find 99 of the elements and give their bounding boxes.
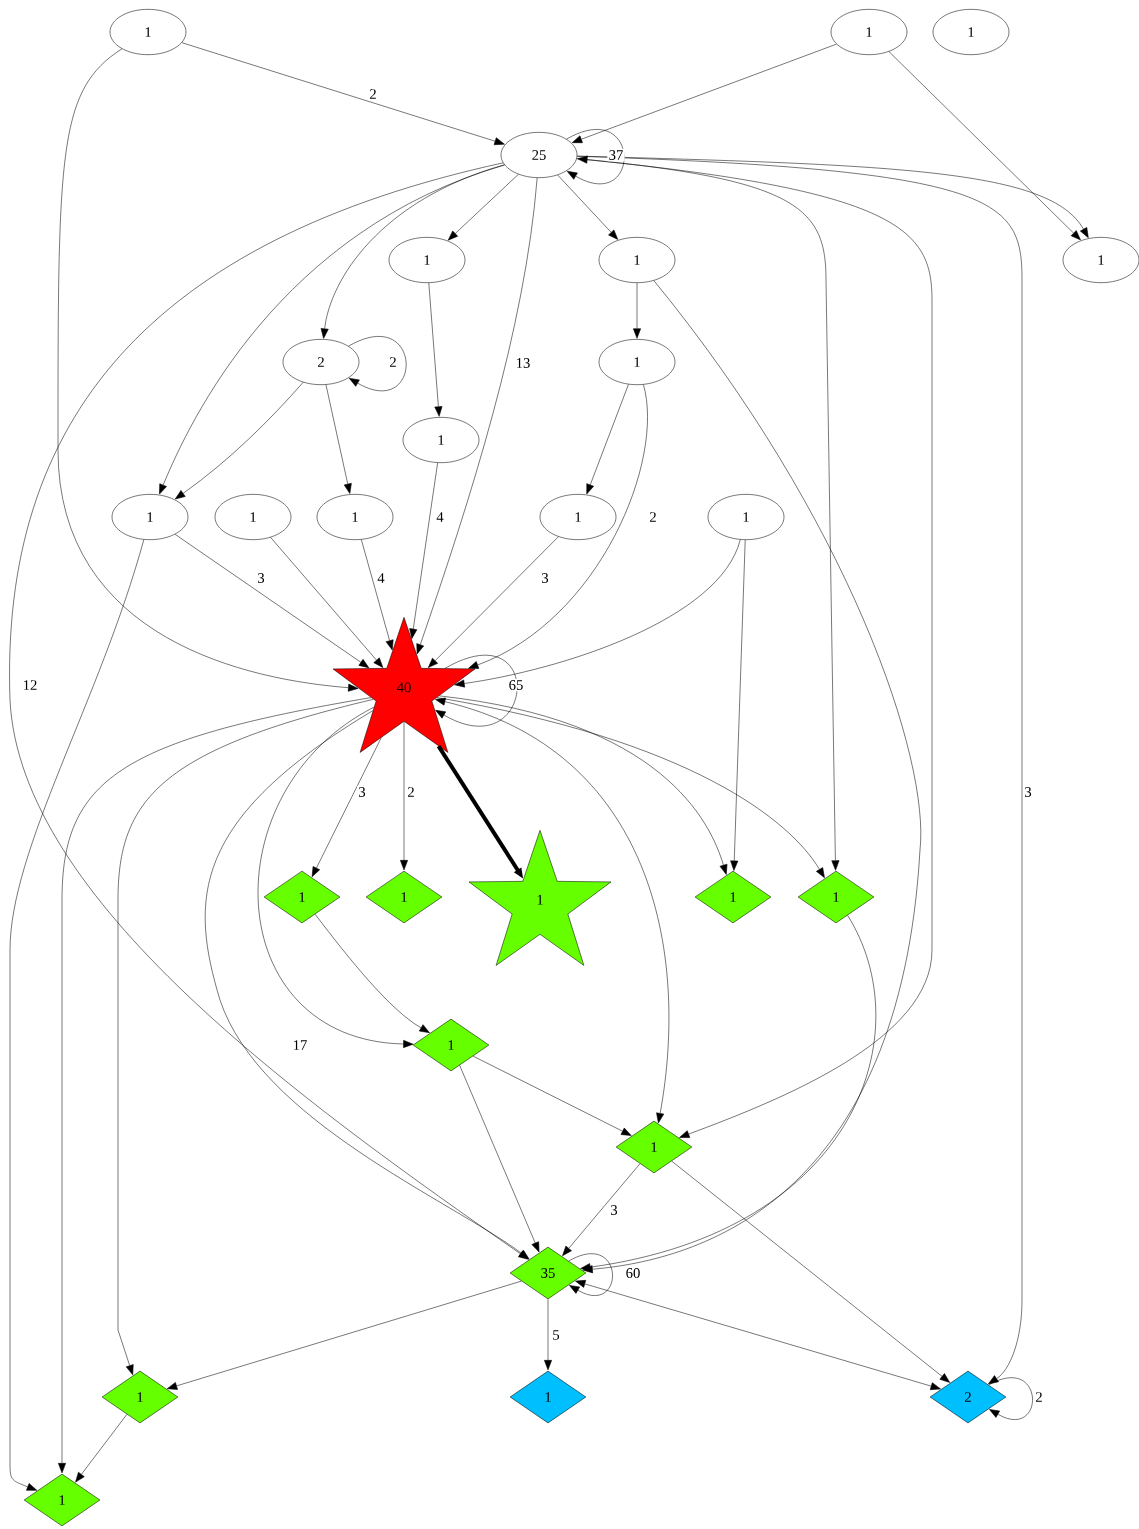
edge-label: 12 [21,678,39,692]
arrow [472,1055,632,1136]
arrow [428,282,443,417]
arrow [57,48,359,692]
arrow [576,158,933,1138]
arrow [580,915,877,1272]
ellipse-node: 1 [214,494,292,540]
edge-label: 3 [357,785,367,799]
loop-arrow [435,654,518,727]
arrow [454,539,741,688]
diamond-node: 1 [23,1473,101,1527]
ellipse-node: 1 [598,237,676,283]
edge-label: 2 [406,785,416,799]
diamond-node: 1 [797,870,875,924]
arrow [435,697,670,1124]
ellipse-node: 1 [932,9,1010,55]
arrow [439,695,728,875]
ellipse-node: 1 [707,494,785,540]
edge-label: 4 [435,510,445,524]
arrow [577,155,840,871]
edge-label: 65 [507,678,525,692]
arrow [671,1160,950,1383]
ellipse-node: 1 [830,9,908,55]
ellipse-node: 1 [111,494,189,540]
ellipse-node: 25 [500,132,578,178]
arrow [270,537,384,668]
edge-label: 13 [514,356,532,370]
arrow [582,280,921,1274]
arrow [459,1065,540,1253]
arrow [361,539,394,651]
edge-label: 3 [540,571,550,585]
arrow [314,914,430,1033]
arrow [9,539,145,1491]
diamond-node: 1 [694,870,772,924]
arrow [167,1280,522,1390]
loop-arrow [348,336,407,391]
arrow [468,384,648,669]
loop-arrow [988,1377,1033,1420]
arrow [400,721,408,871]
arrow [544,1299,552,1371]
diamond-node: 1 [263,870,341,924]
arrow [174,534,370,669]
arrow [428,536,559,668]
arrow [75,1414,128,1483]
arrow [888,51,1081,241]
edge-label: 17 [291,1038,309,1052]
arrow [730,539,746,871]
arrow [175,382,304,500]
arrow [117,699,374,1376]
edge-label: 60 [624,1266,642,1280]
loop-arrow [568,1253,613,1296]
diamond-node: 1 [615,1120,693,1174]
diamond-node: 1 [412,1018,490,1072]
ellipse-node: 1 [539,494,617,540]
arrow [181,42,505,145]
edge-label: 2 [648,510,658,524]
ellipse-node: 1 [598,339,676,385]
arrow [575,1280,941,1390]
diamond-node: 35 [509,1246,587,1300]
arrow [258,706,414,1048]
diamond-node: 2 [929,1370,1007,1424]
arrow [576,156,1023,1385]
diamond-node: 1 [101,1370,179,1424]
diamond-node: 1 [365,870,443,924]
arrow [562,1163,641,1257]
edge-label: 3 [256,571,266,585]
ellipse-node: 1 [402,417,480,463]
arrow [576,155,1089,238]
arrow [159,164,505,495]
arrow [205,710,530,1260]
arrow [311,737,382,877]
ellipse-node: 1 [388,237,466,283]
ellipse-node: 1 [109,9,187,55]
loop-arrow [566,129,625,184]
edge-label: 5 [551,1328,561,1342]
arrow [447,174,519,241]
arrow [436,697,825,878]
arrow [58,697,372,1474]
edge-label: 2 [1034,1390,1044,1404]
arrow [571,43,837,143]
edge-label: 37 [607,148,625,162]
diamond-node: 1 [509,1370,587,1424]
arrow [633,282,641,339]
arrow [9,162,529,1260]
arrow [409,462,438,639]
edge-label: 4 [376,571,386,585]
star-node: 1 [468,830,612,966]
arrow [557,174,619,240]
edge-label: 2 [388,355,398,369]
ellipse-node: 1 [316,494,394,540]
edge-label: 3 [1023,785,1033,799]
arrow [416,177,538,655]
arrow [320,164,505,339]
edge-label: 2 [368,87,378,101]
ellipse-node: 2 [282,339,360,385]
edge-label: 3 [609,1203,619,1217]
star-node: 40 [332,617,476,753]
arrow [586,384,629,495]
arrow [325,384,352,494]
